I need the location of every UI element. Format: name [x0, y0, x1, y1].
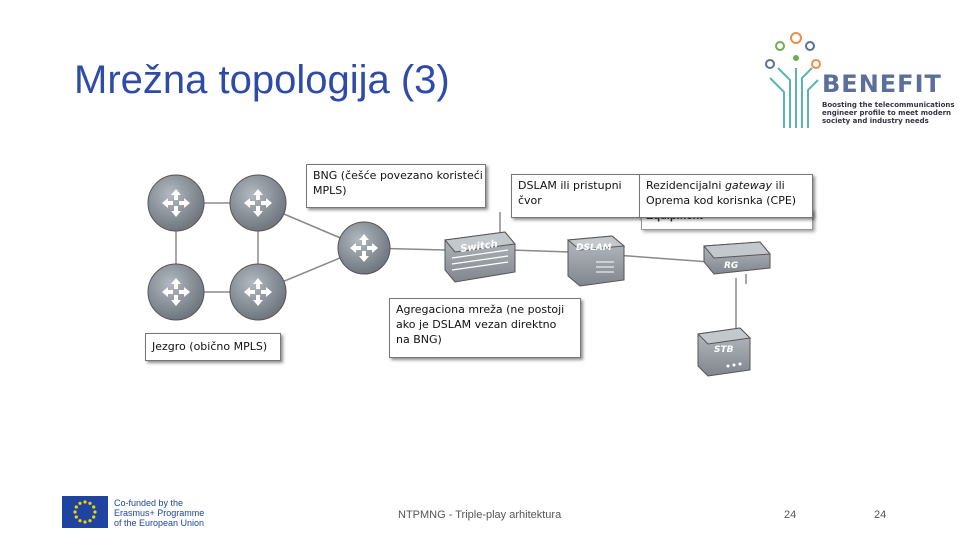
eu-cofunded-text: Co-funded by the Erasmus+ Programme of t… — [114, 498, 205, 528]
circuit-tree-icon — [765, 32, 821, 128]
rg-device: RG — [702, 241, 772, 284]
rg-callout: Rezidencijalni gateway ili Oprema kod ko… — [639, 174, 813, 218]
aggregation-callout: Agregaciona mreža (ne postoji ako je DSL… — [389, 298, 581, 358]
core-callout: Jezgro (obično MPLS) — [145, 333, 281, 361]
dslam-device: DSLAM — [566, 235, 626, 287]
dslam-callout: DSLAM ili pristupni čvor — [511, 174, 643, 218]
bng-router — [337, 221, 391, 275]
page-number: 24 — [784, 509, 797, 521]
page-title: Mrežna topologija (3) — [74, 58, 450, 102]
footer-course-title: NTPMNG - Triple-play arhitektura — [398, 509, 562, 521]
switch-device: Switch — [444, 231, 516, 283]
eu-cofunded-logo: Co-funded by the Erasmus+ Programme of t… — [62, 496, 234, 530]
dslam-label: DSLAM — [576, 243, 612, 253]
eu-flag-icon — [62, 496, 108, 528]
stb-label: STB — [714, 345, 734, 355]
core-router-1 — [147, 174, 205, 232]
bng-callout: BNG (češće povezano koristeći MPLS) — [306, 164, 486, 208]
benefit-logo: BENEFIT Boosting the telecommunications … — [762, 28, 955, 132]
slide-number: 24 — [874, 509, 887, 521]
logo-tagline: Boosting the telecommunications engineer… — [822, 101, 955, 125]
switch-label: Switch — [460, 239, 499, 255]
logo-wordmark: BENEFIT — [822, 70, 942, 98]
core-router-2 — [229, 174, 287, 232]
core-router-3 — [147, 263, 205, 321]
rg-label: RG — [724, 261, 738, 271]
core-router-4 — [229, 263, 287, 321]
stb-device: STB — [696, 327, 752, 377]
